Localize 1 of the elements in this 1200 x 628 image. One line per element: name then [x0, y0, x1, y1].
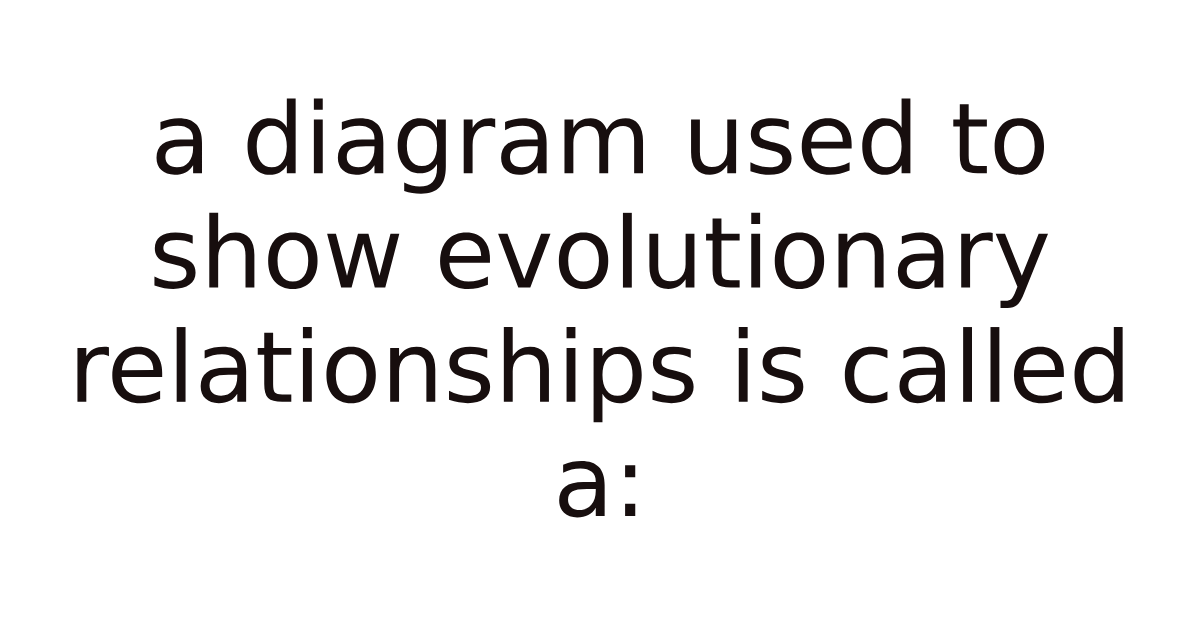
title: a diagram used to show evolutionary relationships is called a:	[77, 98, 1123, 518]
